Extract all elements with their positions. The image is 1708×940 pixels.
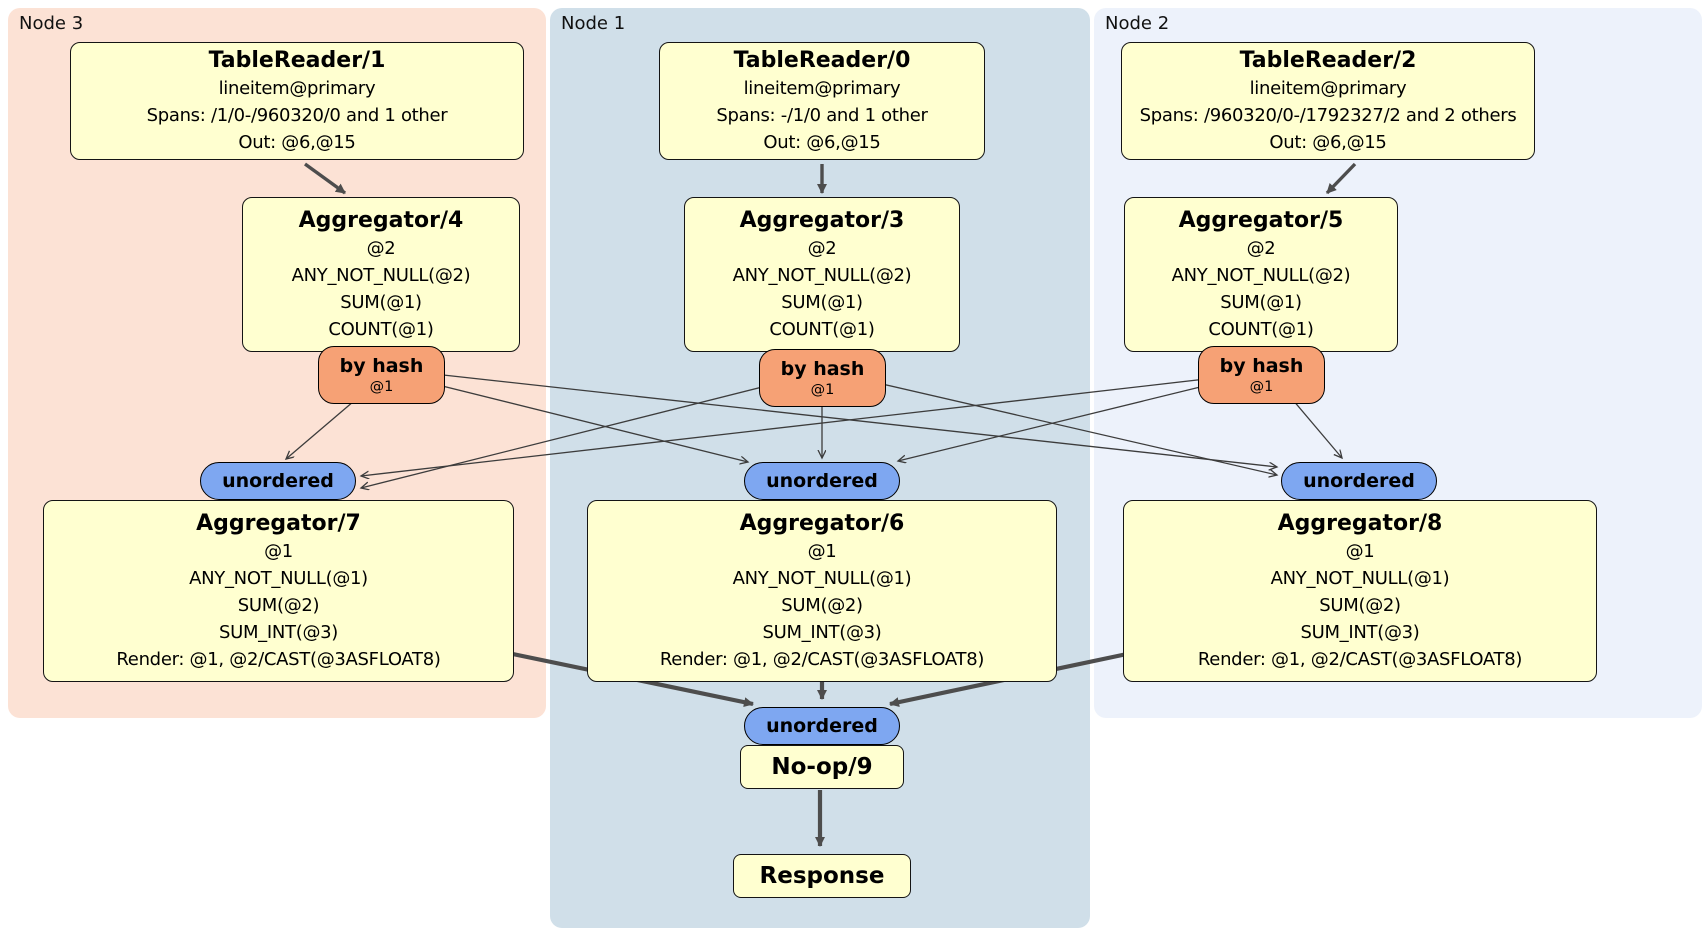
processor-detail-line: SUM_INT(@3) <box>1300 622 1420 643</box>
region-label-node-1: Node 1 <box>561 13 626 34</box>
router-label: by hash <box>339 355 424 377</box>
processor-detail-line: COUNT(@1) <box>1208 319 1314 340</box>
processor-tablereader-0: TableReader/0 lineitem@primary Spans: -/… <box>659 42 985 160</box>
processor-title: TableReader/2 <box>1239 48 1417 73</box>
processor-detail-line: Spans: /1/0-/960320/0 and 1 other <box>146 105 448 126</box>
router-detail: @1 <box>1249 379 1274 395</box>
processor-detail-line: Out: @6,@15 <box>763 132 881 153</box>
edge-router5-sync1 <box>898 377 1238 461</box>
processor-detail-line: Render: @1, @2/CAST(@3ASFLOAT8) <box>659 649 985 670</box>
processor-detail-line: SUM(@2) <box>237 595 320 616</box>
processor-title: Aggregator/4 <box>298 208 464 233</box>
processor-tablereader-1: TableReader/1 lineitem@primary Spans: /1… <box>70 42 524 160</box>
sync-unordered-node2: unordered <box>1281 462 1437 500</box>
processor-detail-line: Spans: /960320/0-/1792327/2 and 2 others <box>1139 105 1517 126</box>
processor-detail-line: Render: @1, @2/CAST(@3ASFLOAT8) <box>116 649 441 670</box>
processor-detail-line: ANY_NOT_NULL(@1) <box>732 568 912 589</box>
processor-aggregator-6: Aggregator/6 @1 ANY_NOT_NULL(@1) SUM(@2)… <box>587 500 1057 682</box>
processor-no-op-9: No-op/9 <box>740 745 904 789</box>
edge-tr2-agg5 <box>1325 162 1357 195</box>
processor-detail-line: lineitem@primary <box>743 78 901 99</box>
edge-tr1-agg4 <box>304 162 346 195</box>
processor-title: Aggregator/6 <box>739 511 905 536</box>
router-detail: @1 <box>810 382 835 398</box>
processor-title: TableReader/0 <box>733 48 911 73</box>
region-label-node-2: Node 2 <box>1105 13 1170 34</box>
sync-label: unordered <box>766 715 878 737</box>
processor-detail-line: SUM_INT(@3) <box>762 622 882 643</box>
processor-detail-line: @1 <box>1345 541 1375 562</box>
processor-detail-line: lineitem@primary <box>1249 78 1407 99</box>
processor-detail-line: COUNT(@1) <box>769 319 875 340</box>
processor-title: Aggregator/5 <box>1178 208 1344 233</box>
edge-router3-sync2 <box>855 377 1277 475</box>
region-label-node-3: Node 3 <box>19 13 84 34</box>
processor-detail-line: ANY_NOT_NULL(@2) <box>732 265 912 286</box>
processor-detail-line: @2 <box>366 238 396 259</box>
processor-detail-line: SUM(@1) <box>1220 292 1302 313</box>
processor-aggregator-8: Aggregator/8 @1 ANY_NOT_NULL(@1) SUM(@2)… <box>1123 500 1597 682</box>
processor-detail-line: ANY_NOT_NULL(@2) <box>291 265 471 286</box>
router-label: by hash <box>1219 355 1304 377</box>
processor-detail-line: @2 <box>1246 238 1276 259</box>
router-detail: @1 <box>369 379 394 395</box>
processor-title: TableReader/1 <box>208 48 386 73</box>
processor-detail-line: ANY_NOT_NULL(@2) <box>1171 265 1351 286</box>
edge-router3-sync3 <box>361 379 791 488</box>
processor-detail-line: ANY_NOT_NULL(@1) <box>189 568 368 589</box>
edge-router4-sync2 <box>406 370 1277 467</box>
processor-aggregator-5: Aggregator/5 @2 ANY_NOT_NULL(@2) SUM(@1)… <box>1124 197 1398 352</box>
processor-detail-line: Spans: -/1/0 and 1 other <box>716 105 928 126</box>
processor-detail-line: Render: @1, @2/CAST(@3ASFLOAT8) <box>1197 649 1523 670</box>
processor-detail-line: lineitem@primary <box>218 78 376 99</box>
processor-aggregator-3: Aggregator/3 @2 ANY_NOT_NULL(@2) SUM(@1)… <box>684 197 960 352</box>
processor-title: Aggregator/8 <box>1277 511 1443 536</box>
processor-detail-line: SUM(@2) <box>1319 595 1401 616</box>
processor-detail-line: SUM(@2) <box>781 595 863 616</box>
processor-tablereader-2: TableReader/2 lineitem@primary Spans: /9… <box>1121 42 1535 160</box>
processor-detail-line: SUM_INT(@3) <box>218 622 339 643</box>
processor-aggregator-7: Aggregator/7 @1 ANY_NOT_NULL(@1) SUM(@2)… <box>43 500 514 682</box>
processor-detail-line: @1 <box>264 541 293 562</box>
processor-detail-line: ANY_NOT_NULL(@1) <box>1270 568 1450 589</box>
processor-title: No-op/9 <box>771 754 873 780</box>
processor-detail-line: SUM(@1) <box>781 292 863 313</box>
router-label: by hash <box>780 358 865 380</box>
sync-label: unordered <box>1303 470 1415 492</box>
processor-detail-line: COUNT(@1) <box>328 319 434 340</box>
processor-response: Response <box>733 854 911 898</box>
edge-router5-sync3 <box>361 375 1233 476</box>
sync-unordered-final: unordered <box>744 707 900 745</box>
sync-label: unordered <box>222 470 334 492</box>
processor-detail-line: Out: @6,@15 <box>238 132 356 153</box>
processor-title: Response <box>759 863 885 889</box>
router-by-hash-agg4: by hash @1 <box>318 346 445 404</box>
sync-unordered-node1: unordered <box>744 462 900 500</box>
sync-unordered-node3: unordered <box>200 462 356 500</box>
processor-title: Aggregator/7 <box>196 511 361 536</box>
router-by-hash-agg3: by hash @1 <box>759 349 886 407</box>
processor-detail-line: Out: @6,@15 <box>1269 132 1387 153</box>
processor-aggregator-4: Aggregator/4 @2 ANY_NOT_NULL(@2) SUM(@1)… <box>242 197 520 352</box>
processor-title: Aggregator/3 <box>739 208 905 233</box>
processor-detail-line: SUM(@1) <box>340 292 422 313</box>
sync-label: unordered <box>766 470 878 492</box>
router-by-hash-agg5: by hash @1 <box>1198 346 1325 404</box>
edge-router4-sync1 <box>401 375 748 462</box>
processor-detail-line: @1 <box>807 541 837 562</box>
processor-detail-line: @2 <box>807 238 837 259</box>
